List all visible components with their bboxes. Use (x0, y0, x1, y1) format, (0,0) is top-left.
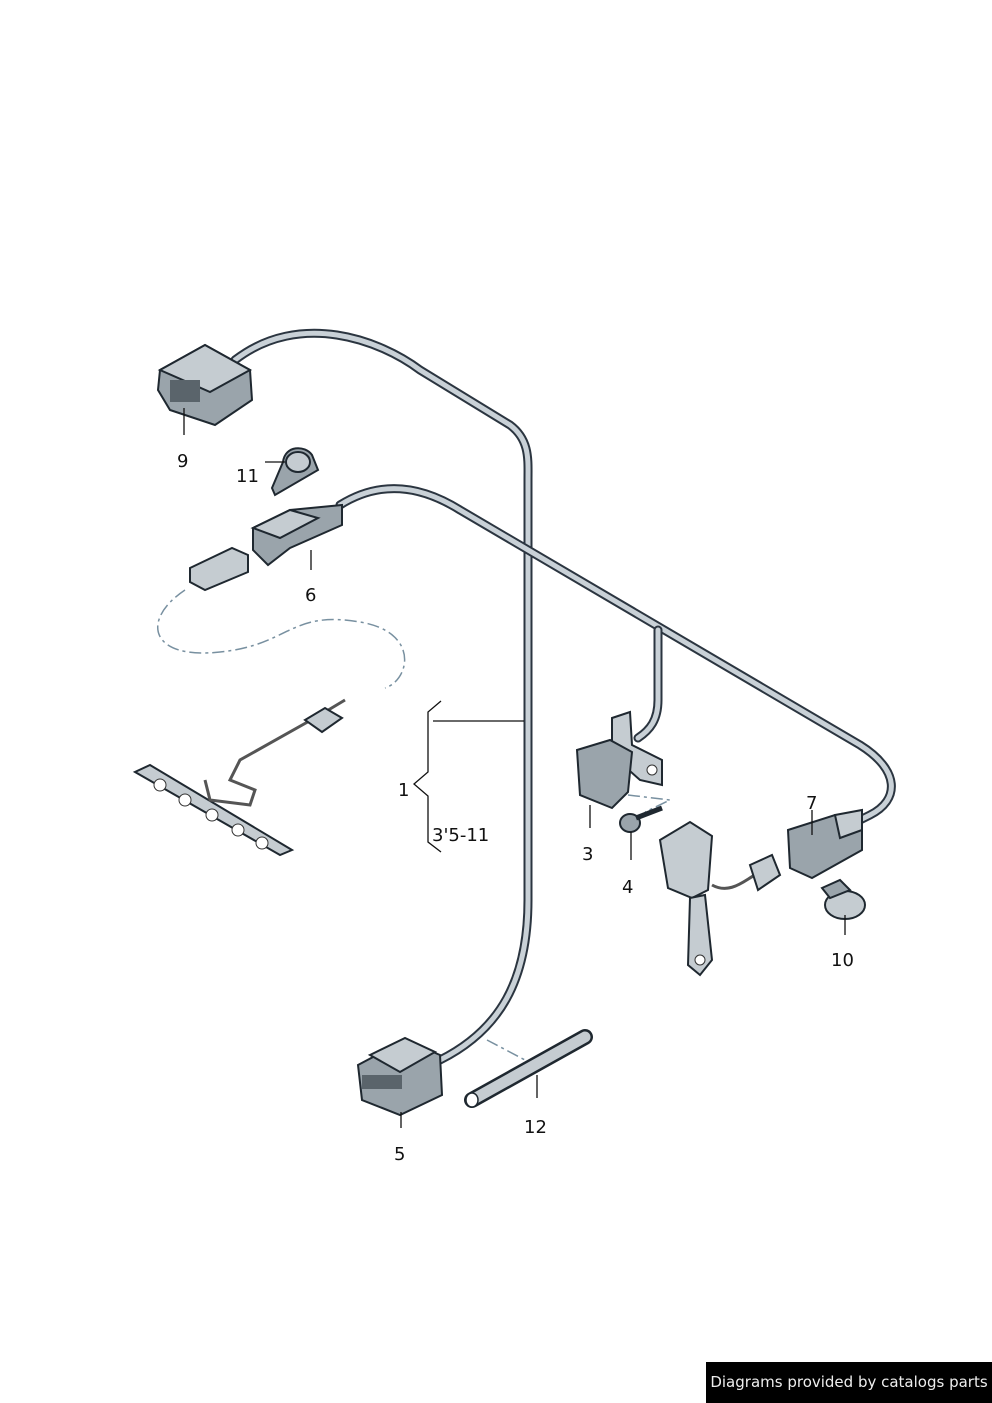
callout-5: 5 (394, 1144, 405, 1165)
callout-10: 10 (831, 950, 854, 971)
callout-12: 12 (524, 1117, 547, 1138)
phantom-line-4 (627, 794, 673, 813)
bracket-connector-3[interactable] (575, 710, 663, 810)
callout-9: 9 (177, 451, 188, 472)
callout-6: 6 (305, 585, 316, 606)
phantom-line-12 (486, 1039, 526, 1061)
screw-4[interactable] (619, 805, 663, 833)
connector-7[interactable] (786, 808, 863, 880)
mating-plug (189, 546, 249, 592)
callout-11: 11 (236, 466, 259, 487)
seat-sensor-mat (132, 698, 346, 857)
phantom-wire (157, 589, 406, 689)
footer-credit: Diagrams provided by catalogs parts (706, 1362, 992, 1403)
callout-1-range: 3'5-11 (432, 825, 489, 846)
callout-7: 7 (806, 793, 817, 814)
connector-6[interactable] (250, 503, 343, 567)
leader-lines (183, 408, 846, 1128)
callout-3: 3 (582, 844, 593, 865)
connector-9[interactable] (156, 343, 254, 427)
clip-10[interactable] (820, 878, 866, 920)
callout-1: 1 (398, 780, 409, 801)
harness-wires (230, 328, 896, 1065)
clip-11[interactable] (270, 447, 320, 497)
seat-belt-buckle (658, 820, 782, 977)
connector-5[interactable] (356, 1036, 444, 1117)
callout-4: 4 (622, 877, 633, 898)
tube-12[interactable] (464, 1029, 593, 1108)
